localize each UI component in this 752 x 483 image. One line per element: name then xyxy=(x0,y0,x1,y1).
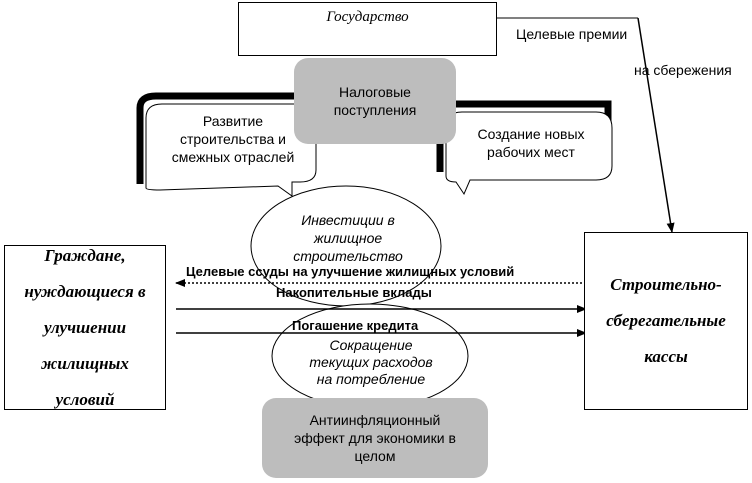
tax-label: Налоговые поступления xyxy=(333,84,417,118)
antiinflation-box: Антиинфляционный эффект для экономики в … xyxy=(262,398,488,478)
tax-box: Налоговые поступления xyxy=(294,58,456,144)
antiinflation-label: Антиинфляционный эффект для экономики в … xyxy=(294,412,456,464)
loans-label: Целевые ссуды на улучшение жилищных усло… xyxy=(186,264,515,279)
premiums-label-line1: Целевые премии xyxy=(516,26,628,42)
repayment-label: Погашение кредита xyxy=(292,318,419,333)
construction-label: Развитие строительства и смежных отрасле… xyxy=(171,113,295,165)
construction-callout xyxy=(145,103,317,197)
consumption-box: Сокращение текущих расходов на потреблен… xyxy=(298,334,444,390)
banks-label: Строительно-сберегательные кассы xyxy=(606,275,726,366)
banks-box: Строительно-сберегательные кассы xyxy=(584,232,748,410)
state-label: Государство xyxy=(326,9,409,25)
construction-callout-shadow xyxy=(136,92,300,184)
citizens-box: Граждане, нуждающиеся в улучшении жилищн… xyxy=(4,245,166,410)
jobs-box: Создание новых рабочих мест xyxy=(456,118,606,168)
consumption-label: Сокращение текущих расходов на потреблен… xyxy=(309,336,433,387)
citizens-label: Граждане, нуждающиеся в улучшении жилищн… xyxy=(24,245,146,409)
jobs-label: Создание новых рабочих мест xyxy=(477,126,585,160)
construction-box: Развитие строительства и смежных отрасле… xyxy=(158,108,308,170)
premiums-arrow-down xyxy=(637,17,675,233)
investment-label: Инвестиции в жилищное строительство xyxy=(293,212,403,264)
deposits-label: Накопительные вклады xyxy=(276,285,432,300)
investment-box: Инвестиции в жилищное строительство xyxy=(293,208,403,268)
state-box: Государство xyxy=(238,2,497,56)
premiums-label-line2: на сбережения xyxy=(634,62,732,78)
